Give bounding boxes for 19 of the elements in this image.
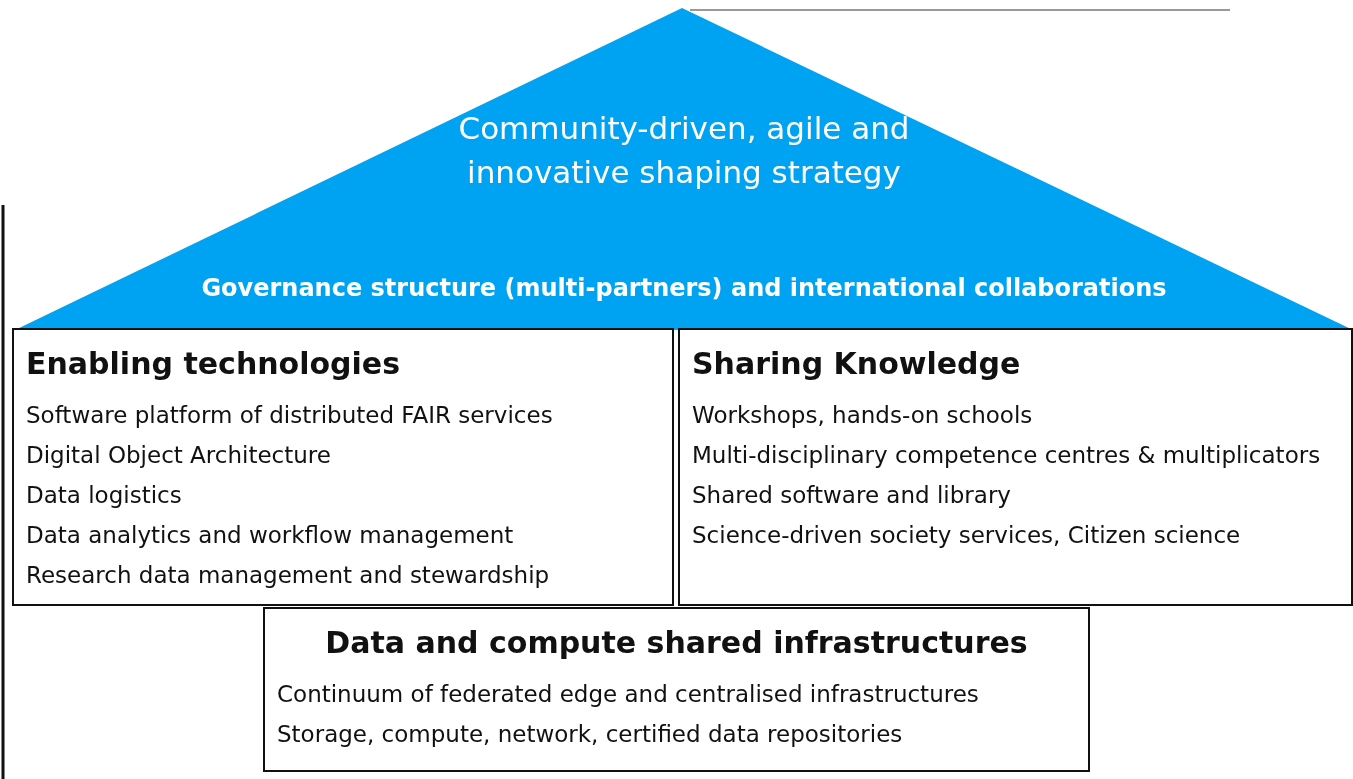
section-heading: Sharing Knowledge xyxy=(692,346,1021,381)
section-heading: Enabling technologies xyxy=(26,346,401,381)
pillar-box xyxy=(678,328,1353,606)
list-item: Multi-disciplinary competence centres & multiplicators xyxy=(692,441,1322,470)
roof-title: Community-driven, agile and innovative shaping strategy xyxy=(457,109,911,192)
list-item: Data logistics xyxy=(26,481,183,510)
pillar-box xyxy=(263,607,1090,772)
list-item: Research data management and stewardship xyxy=(26,561,551,590)
section-heading: Data and compute shared infrastructures xyxy=(325,625,1028,660)
roof-subtitle: Governance structure (multi-partners) and international collaborations xyxy=(200,274,1168,302)
pillar-box xyxy=(12,328,674,606)
list-item: Science-driven society services, Citizen science xyxy=(692,521,1242,550)
list-item: Shared software and library xyxy=(692,481,1012,510)
list-item: Data analytics and workflow management xyxy=(26,521,515,550)
list-item: Workshops, hands-on schools xyxy=(692,401,1034,430)
list-item: Continuum of federated edge and centralised infrastructures xyxy=(277,680,980,709)
list-item: Digital Object Architecture xyxy=(26,441,332,470)
list-item: Software platform of distributed FAIR services xyxy=(26,401,554,430)
list-item: Storage, compute, network, certified data repositories xyxy=(277,720,904,749)
